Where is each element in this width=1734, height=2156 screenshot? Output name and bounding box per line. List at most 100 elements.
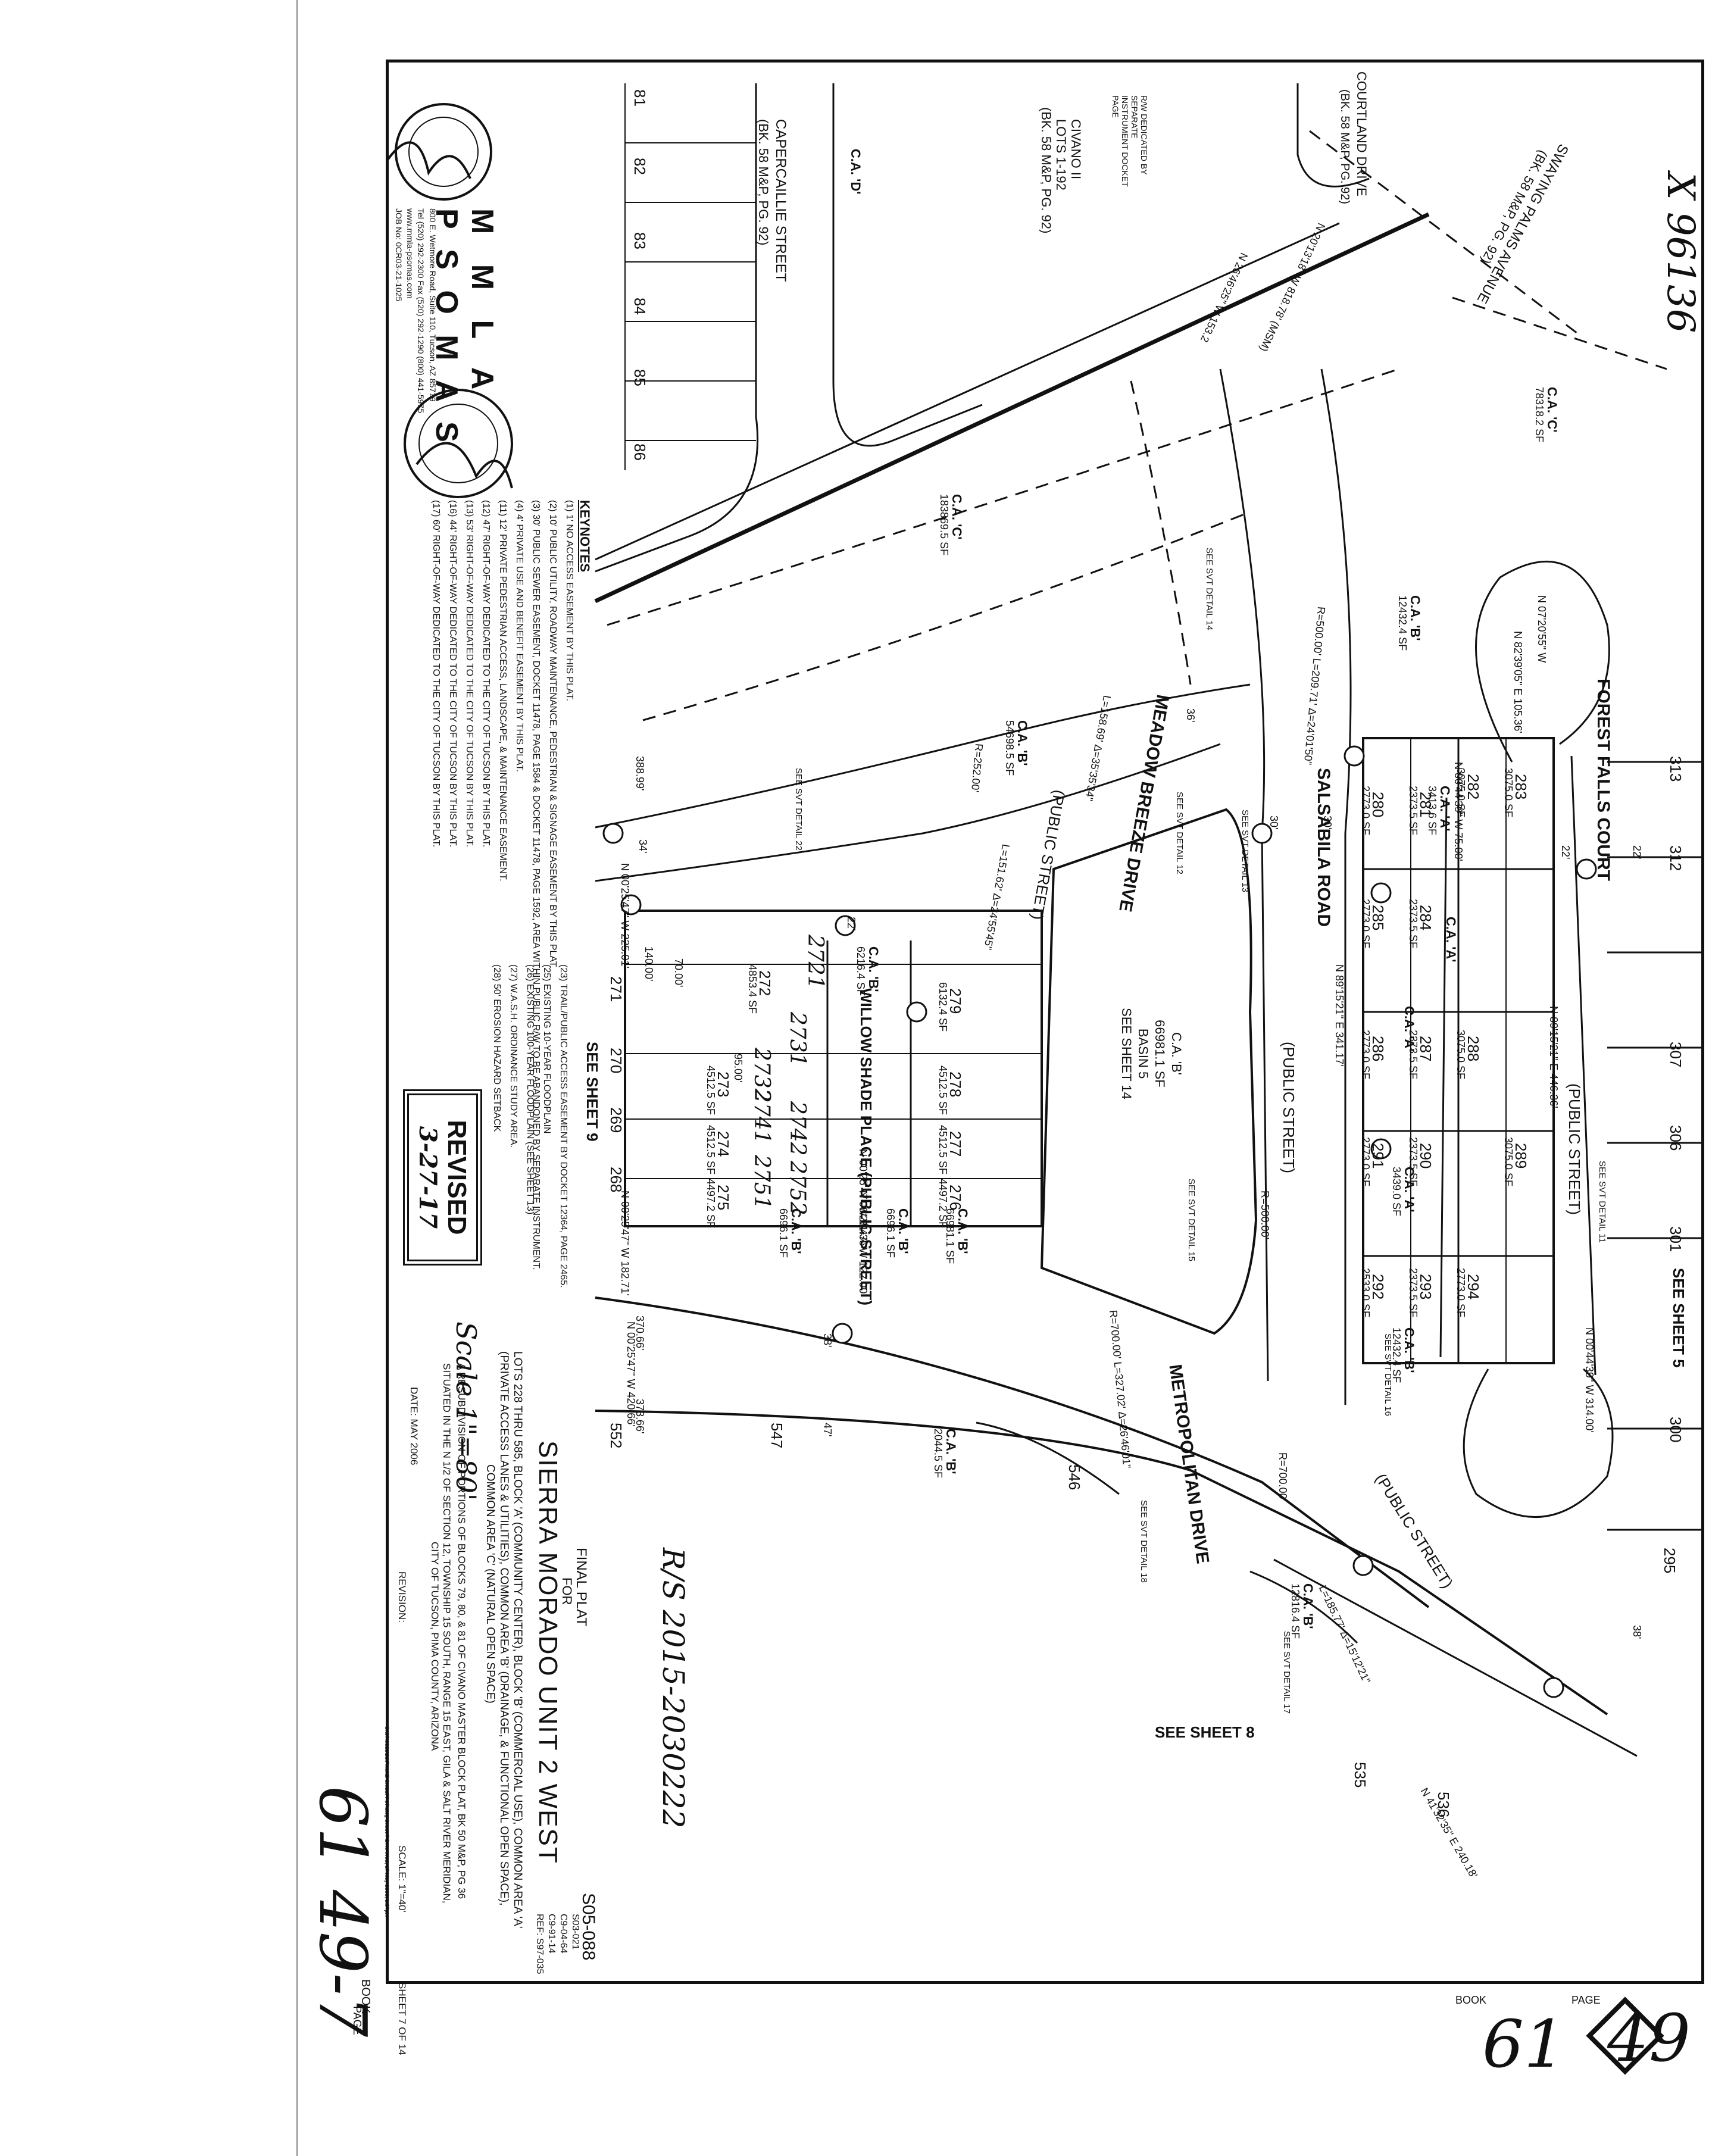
lot-area: 2373.5 SF bbox=[1407, 1137, 1419, 1187]
easement-line bbox=[642, 511, 1251, 721]
bearing-label: N 82'39'05" E 105.36' bbox=[1512, 631, 1524, 733]
easement-line bbox=[1130, 380, 1192, 685]
street-courtland: COURTLAND DRIVE bbox=[1354, 71, 1369, 196]
courtland-drive-edge bbox=[1296, 83, 1370, 188]
lot-number: 85 bbox=[631, 369, 649, 386]
salsabila-road-edge bbox=[1320, 368, 1352, 1405]
city-note: CITY OF TUCSON, PIMA COUNTY, ARIZONA bbox=[429, 1542, 440, 1751]
engineer-seal bbox=[404, 389, 513, 498]
common-area-size: 6216.4 SF bbox=[855, 946, 867, 996]
meadow-breeze-drive-edge bbox=[595, 683, 1251, 829]
curve-label: R=500.00' bbox=[1259, 1191, 1271, 1240]
keynote-item: (25) EXISTING 10-YEAR FLOODPLAIN bbox=[542, 964, 552, 1134]
common-area-label: C.A. 'C' bbox=[949, 494, 964, 540]
reference-number: REF: S97-035 bbox=[535, 1914, 545, 1974]
basin-see: SEE SHEET 14 bbox=[1119, 1008, 1134, 1099]
lot-area: 3075.0 SF bbox=[1502, 768, 1514, 818]
easement-line bbox=[1309, 130, 1578, 335]
keynote-item: (4) 4' PRIVATE USE AND BENEFIT EASEMENT … bbox=[514, 500, 524, 773]
dimension-label: 373.66' bbox=[634, 1399, 646, 1434]
civano-ref: (BK. 58 M&P, PG. 92) bbox=[1039, 107, 1054, 234]
revised-stamp: REVISED 3-27-17 bbox=[403, 1089, 482, 1266]
lot-area: 4512.5 SF bbox=[705, 1125, 717, 1175]
detail-reference: SEE SVT DETAIL 18 bbox=[1139, 1500, 1149, 1583]
lot-number: 547 bbox=[768, 1423, 786, 1449]
lot-number: 81 bbox=[631, 89, 649, 107]
forest-falls-court-edge bbox=[1439, 797, 1448, 1358]
detail-reference: SEE SVT DETAIL 17 bbox=[1282, 1631, 1292, 1714]
lot-area: 4853.4 SF bbox=[746, 964, 758, 1014]
common-area-label: C.A. 'B' bbox=[1301, 1583, 1316, 1629]
file-path: S:\07\0321\21\Final\E-SM21FP07.dwg Sheet… bbox=[384, 1726, 390, 1918]
lot-number: 301 bbox=[1667, 1226, 1685, 1252]
firm-address: 800 E. Wetmore Road, Suite 110, Tucson, … bbox=[428, 208, 438, 402]
book-label-bottom: BOOK bbox=[1455, 1994, 1487, 2006]
lot-line bbox=[1273, 1558, 1638, 1757]
basin-label: C.A. 'B' 66981.1 SF BASIN 5 SEE SHEET 14 bbox=[1118, 1006, 1185, 1101]
lot-number: 271 bbox=[607, 976, 625, 1002]
situated-note: SITUATED IN THE N 1/2 OF SECTION 12, TOW… bbox=[441, 1363, 452, 1904]
handwritten-lot-number: 2751 bbox=[749, 1155, 774, 1210]
lot-number: 84 bbox=[631, 298, 649, 315]
dimension-label: 95.00' bbox=[732, 1054, 744, 1083]
lot-number: 552 bbox=[607, 1423, 625, 1449]
keynote-item: (1) 1' NO ACCESS EASEMENT BY THIS PLAT. bbox=[564, 500, 574, 701]
cul-de-sac-curve bbox=[1475, 560, 1610, 763]
scale-label: SCALE: 1"=40' bbox=[396, 1845, 408, 1913]
common-area-label: C.A. 'C' bbox=[1545, 387, 1560, 433]
basin-number: BASIN 5 bbox=[1136, 1028, 1151, 1079]
revised-date: 3-27-17 bbox=[414, 1126, 442, 1229]
handwritten-lot-number: 2731 bbox=[785, 1012, 810, 1067]
plat-lots-line: (PRIVATE ACCESS LANES & UTILITIES), COMM… bbox=[498, 1351, 510, 1906]
lot-line bbox=[976, 1421, 1120, 1495]
common-area-size: 3439.0 SF bbox=[1391, 1167, 1402, 1217]
see-sheet-ref: SEE SHEET 5 bbox=[1670, 1268, 1688, 1368]
capercaillie-street-edge bbox=[832, 83, 983, 447]
common-area-size: 6696.1 SF bbox=[777, 1208, 789, 1258]
keynote-item: (26) EXISTING 100-YEAR FLOODPLAIN (SEE S… bbox=[525, 964, 535, 1215]
plat-lots-line: COMMON AREA 'C' (NATURAL OPEN SPACE) bbox=[484, 1464, 496, 1704]
common-area-size: 78318.2 SF bbox=[1533, 387, 1545, 443]
basin-area: 66981.1 SF bbox=[1152, 1020, 1167, 1088]
lot-area: 2373.5 SF bbox=[1407, 1268, 1419, 1318]
handwritten-id: X 96136 bbox=[1658, 173, 1702, 333]
common-area-label: C.A. 'B' bbox=[955, 1208, 970, 1254]
revision-label: REVISION: bbox=[396, 1571, 408, 1623]
easement-line bbox=[607, 368, 1399, 626]
common-area-size: 2044.5 SF bbox=[932, 1429, 944, 1479]
dimension-label: 38' bbox=[1631, 1625, 1643, 1639]
detail-reference: SEE SVT DETAIL 15 bbox=[1186, 1179, 1196, 1261]
bearing-label: N 00'44'39" W 314.00' bbox=[1583, 1327, 1595, 1433]
bearing-label: N 00'25'47" W 225.01' bbox=[619, 863, 631, 968]
lot-area: 2373.5 SF bbox=[1407, 1030, 1419, 1080]
metropolitan-drive-edge bbox=[595, 1410, 1608, 1716]
common-area-label: C.A. 'A' bbox=[1444, 917, 1458, 963]
street-public-label: (PUBLIC STREET) bbox=[1280, 1042, 1298, 1174]
lot-area: 2773.0 SF bbox=[1360, 899, 1371, 949]
book-page-handwritten: 61 49-7 bbox=[305, 1786, 381, 2038]
handwritten-lot-number: 2742 bbox=[785, 1101, 810, 1156]
lot-number: 546 bbox=[1066, 1464, 1083, 1491]
dimension-label: 30' bbox=[1268, 815, 1280, 830]
keynote-item: (17) 60' RIGHT-OF-WAY DEDICATED TO THE C… bbox=[431, 500, 441, 848]
signature bbox=[386, 141, 471, 179]
keynote-item: (28) 50' EROSION HAZARD SETBACK bbox=[492, 964, 502, 1132]
lot-number: 268 bbox=[607, 1167, 625, 1193]
lot-block-frame bbox=[624, 910, 1043, 1227]
lot-area: 2373.5 SF bbox=[1407, 786, 1419, 836]
lot-area: 2773.0 SF bbox=[1360, 1137, 1371, 1187]
lot-number: 82 bbox=[631, 158, 649, 175]
lot-area: 6132.4 SF bbox=[937, 982, 949, 1032]
book-handwritten: 61 bbox=[1482, 2006, 1566, 2082]
rw-dedicated-note: R/W DEDICATED BY SEPARATE INSTRUMENT DOC… bbox=[1111, 95, 1149, 187]
street-courtland-ref: (BK. 58 M&P, PG. 92) bbox=[1338, 89, 1351, 205]
common-area-label: C.A. 'B' bbox=[943, 1429, 958, 1474]
meadow-breeze-drive-edge bbox=[595, 743, 1221, 882]
basin-boundary bbox=[1040, 808, 1258, 1335]
reference-number: S03-021 bbox=[570, 1914, 580, 1950]
lot-number: 270 bbox=[607, 1048, 625, 1074]
lot-area: 2533.0 SF bbox=[1360, 1268, 1371, 1318]
final-plat-label: FINAL PLAT bbox=[573, 1548, 589, 1627]
dimension-label: 36' bbox=[1185, 708, 1196, 723]
